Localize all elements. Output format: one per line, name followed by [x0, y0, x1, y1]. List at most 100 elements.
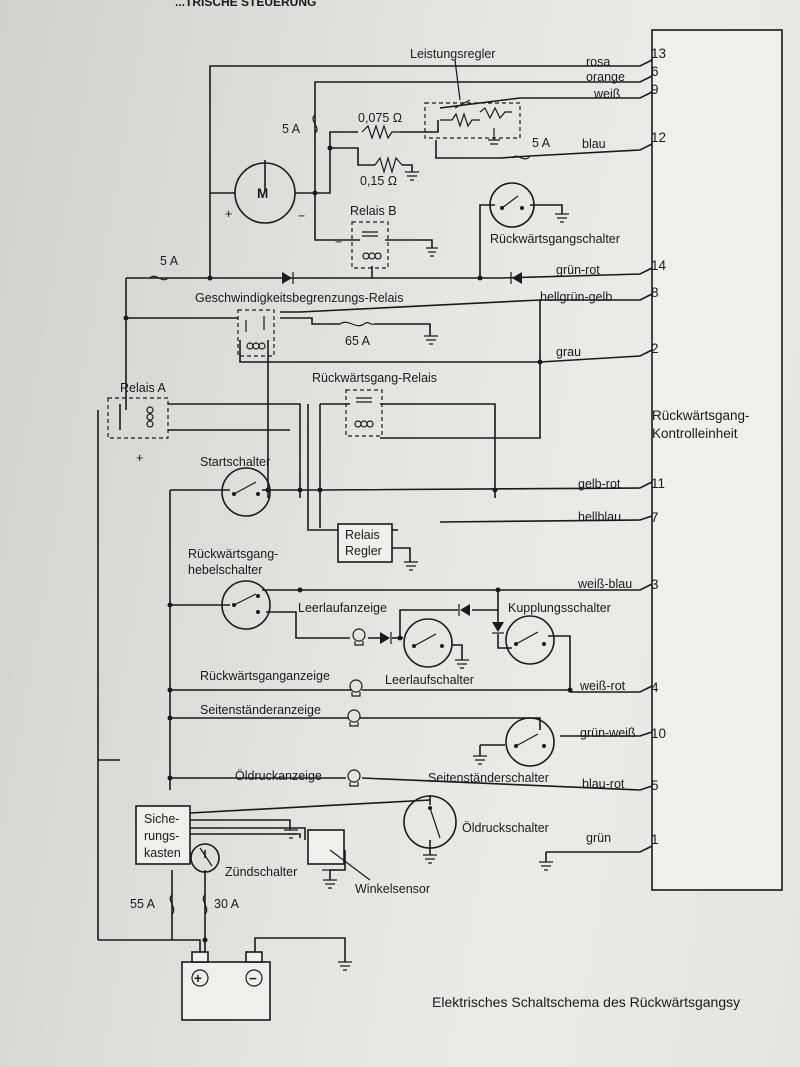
leerlaufschalter: Leerlaufschalter: [385, 618, 474, 687]
pin-2: 2: [651, 341, 659, 356]
rueckwaertsganganzeige: Rückwärtsganganzeige: [200, 669, 363, 697]
leerlaufanzeige-label: Leerlaufanzeige: [298, 601, 387, 615]
fuse-55a-label: 55 A: [130, 897, 156, 911]
junction-kupplung: [495, 587, 501, 593]
seitenstaenderanzeige: Seitenständeranzeige: [200, 703, 361, 727]
relais-regler-label-1: Relais: [345, 528, 380, 542]
wiring-lines: [97, 59, 653, 962]
pin-12: 12: [651, 130, 666, 145]
leistungsregler-label: Leistungsregler: [410, 47, 495, 61]
diode-4: [492, 622, 504, 634]
fuse-30a-label: 30 A: [214, 897, 240, 911]
rueckwaertsganghebelschalter: Rückwärtsgang- hebelschalter: [188, 547, 278, 630]
geschwindigkeitsbegrenzungs-relais: Geschwindigkeitsbegrenzungs-Relais: [195, 291, 403, 357]
wire-label-hellblau: hellblau: [578, 510, 621, 524]
wire-label-hellgruen-gelb: hellgrün-gelb: [540, 290, 612, 304]
relais-regler-label-2: Regler: [345, 544, 382, 558]
pin-5: 5: [651, 778, 659, 793]
control-unit-label-1: Rückwärtsgang-: [652, 408, 750, 423]
kupplungsschalter-label: Kupplungsschalter: [508, 601, 611, 615]
pin-14: 14: [651, 258, 667, 273]
zuendschalter-label: Zündschalter: [225, 865, 297, 879]
rueckwaertsgang-relais: Rückwärtsgang-Relais: [312, 371, 437, 437]
seitenstaenderschalter: Seitenständerschalter: [428, 717, 555, 785]
relais-a-plus: +: [136, 451, 143, 465]
control-unit-label-2: Kontrolleinheit: [652, 426, 738, 441]
resistor-0075-label: 0,075 Ω: [358, 111, 402, 125]
oeldruckanzeige: Öldruckanzeige: [235, 769, 361, 787]
battery: + −: [181, 951, 352, 1021]
pin-9: 9: [651, 82, 659, 97]
hebelschalter-label-2: hebelschalter: [188, 563, 262, 577]
winkelsensor: Winkelsensor: [284, 829, 430, 896]
hebelschalter-label-1: Rückwärtsgang-: [188, 547, 278, 561]
relais-regler: Relais Regler: [337, 523, 418, 571]
pin-13: 13: [651, 46, 666, 61]
kupplungsschalter: Kupplungsschalter: [505, 601, 611, 665]
fuse-65a-label: 65 A: [345, 334, 371, 348]
wire-label-weiss-blau: weiß-blau: [577, 577, 632, 591]
pin-7: 7: [651, 510, 659, 525]
pin-6: 6: [651, 64, 659, 79]
wire-label-weiss: weiß: [593, 87, 621, 101]
fuse-55a: 55 A: [130, 894, 175, 915]
sicherungskasten-label-2: rungs-: [144, 829, 179, 843]
relais-a-label: Relais A: [120, 381, 167, 395]
rueckwaertsgang-relais-label: Rückwärtsgang-Relais: [312, 371, 437, 385]
wire-label-rosa: rosa: [586, 55, 610, 69]
diode-2: [510, 272, 522, 284]
pin-3: 3: [651, 577, 659, 592]
fuse-5a-motor-label: 5 A: [282, 122, 301, 136]
header-fragment: ...TRISCHE STEUERUNG: [175, 0, 316, 9]
startschalter-label: Startschalter: [200, 455, 270, 469]
relais-a: Relais A +: [107, 381, 169, 465]
sicherungskasten-label-3: kasten: [144, 846, 181, 860]
diode-1: [282, 272, 294, 284]
fuse-5a-left-label: 5 A: [160, 254, 179, 268]
pin-10: 10: [651, 726, 666, 741]
diode-3: [458, 604, 470, 616]
motor: M + −: [210, 162, 305, 224]
seitenstaenderanzeige-label: Seitenständeranzeige: [200, 703, 321, 717]
relais-b-label: Relais B: [350, 204, 397, 218]
motor-label: M: [257, 186, 268, 201]
ground-gruen: [539, 861, 553, 871]
winkelsensor-label: Winkelsensor: [355, 882, 430, 896]
seitenstaenderschalter-label: Seitenständerschalter: [428, 771, 549, 785]
resistor-015-label: 0,15 Ω: [360, 174, 397, 188]
geschw-relais-label: Geschwindigkeitsbegrenzungs-Relais: [195, 291, 403, 305]
sicherungskasten-label-1: Siche-: [144, 812, 179, 826]
wire-label-gruen-rot: grün-rot: [556, 263, 600, 277]
motor-plus: +: [225, 207, 232, 221]
control-unit-box: [651, 29, 783, 891]
battery-minus: −: [249, 971, 257, 986]
leerlaufschalter-label: Leerlaufschalter: [385, 673, 474, 687]
fuse-5a-blau: 5 A: [511, 136, 551, 160]
fuse-5a-blau-label: 5 A: [532, 136, 551, 150]
diagram-caption: Elektrisches Schaltschema des Rückwärtsg…: [432, 994, 740, 1010]
leerlaufanzeige: Leerlaufanzeige: [298, 601, 392, 646]
rueckwaertsgangschalter-label: Rückwärtsgangschalter: [490, 232, 620, 246]
sicherungskasten: Siche- rungs- kasten: [135, 805, 191, 865]
wire-label-gruen-weiss: grün-weiß: [580, 726, 636, 740]
oeldruckschalter-label: Öldruckschalter: [462, 821, 549, 835]
rueckwaertsgangschalter: Rückwärtsgangschalter: [489, 182, 620, 246]
resistor-0075: 0,075 Ω: [358, 111, 402, 140]
pin-1: 1: [651, 832, 659, 847]
zuendschalter: Zündschalter: [190, 843, 297, 879]
fuse-65a: 65 A: [339, 321, 438, 348]
fuse-30a: 30 A: [202, 894, 240, 915]
oeldruckschalter: Öldruckschalter: [403, 795, 549, 864]
junction-dots: [123, 145, 573, 943]
pin-4: 4: [651, 680, 659, 695]
motor-minus: −: [298, 209, 305, 223]
pin-8: 8: [651, 285, 659, 300]
resistor-015: 0,15 Ω: [360, 155, 419, 188]
wire-label-orange: orange: [586, 70, 625, 84]
wire-label-gruen: grün: [586, 831, 611, 845]
fuse-5a-left: 5 A: [149, 254, 179, 281]
relais-b: Relais B −: [335, 204, 438, 269]
startschalter: Startschalter: [200, 455, 271, 517]
